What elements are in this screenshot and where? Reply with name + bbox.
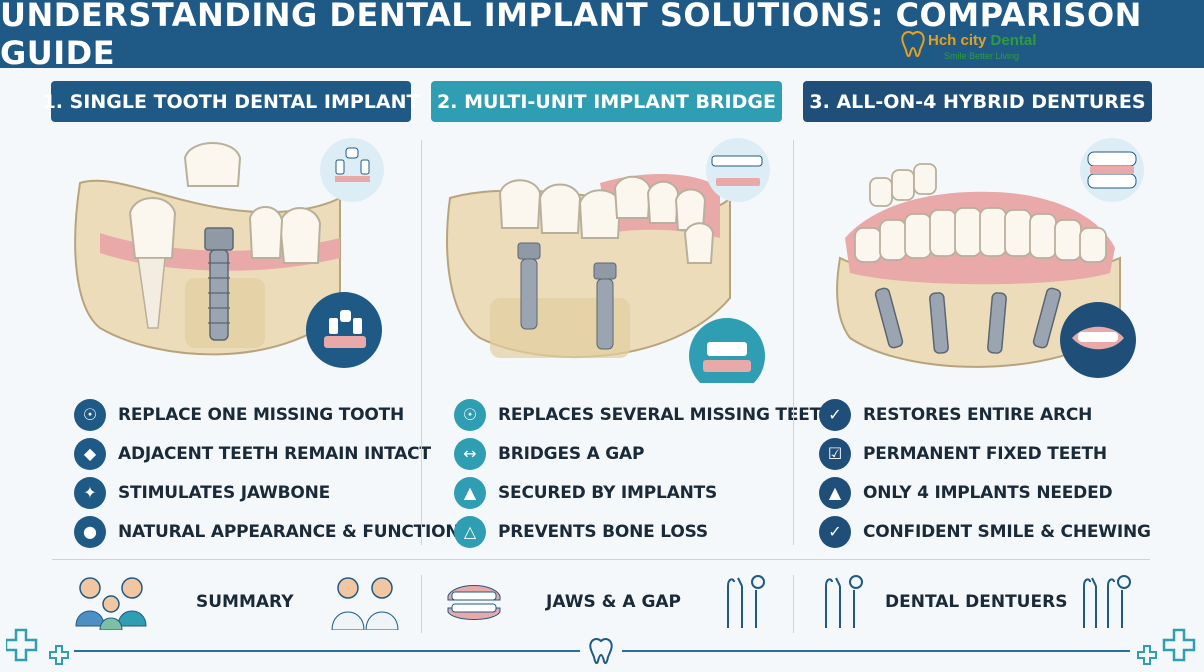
jaws-gap-label: JAWS & A GAP [546,592,682,612]
column-divider [793,140,794,545]
feature-text: REPLACE ONE MISSING TOOTH [118,404,405,425]
feature-list: ☉ REPLACES SEVERAL MISSING TEETH ↔ BRIDGES… [454,395,835,551]
feature-text: NATURAL APPEARANCE & FUNCTION [118,521,460,542]
column-single-implant: 1. SINGLE TOOTH DENTAL IMPLANT ☉ REPLACE … [40,68,460,548]
column-all-on-4: 3. ALL-ON-4 HYBRID DENTURES ✓ RESTORES EN… [800,68,1170,548]
list-item: ☉ REPLACE ONE MISSING TOOTH [74,395,414,434]
list-item: ↔ BRIDGES A GAP [454,434,794,473]
list-item: ✓ CONFIDENT SMILE & CHEWING [819,512,1159,551]
dentists-icon [331,577,399,630]
list-item: ☑ PERMANENT FIXED TEETH [819,434,1159,473]
footer-line [74,650,580,652]
arrows-icon: ↔ [454,437,486,470]
column-heading: 3. ALL-ON-4 HYBRID DENTURES [803,81,1152,122]
list-item: ● NATURAL APPEARANCE & FUNCTION [74,512,460,551]
feature-list: ☉ REPLACE ONE MISSING TOOTH ◆ ADJACENT TEE… [74,395,460,551]
family-icon [75,577,147,630]
feature-text: ONLY 4 IMPLANTS NEEDED [863,482,1113,503]
feature-text: SECURED BY IMPLANTS [498,482,718,503]
section-divider [52,559,1150,560]
dentures-label: DENTAL DENTUERS [885,592,1068,612]
bridge-illustration [446,138,770,383]
logo-name-accent: Dental [990,32,1037,49]
dental-tools-icon [727,575,765,628]
droplet-icon: ● [74,515,106,548]
list-item: ◆ ADJACENT TEETH REMAIN INTACT [74,434,431,473]
list-item: ☉ REPLACES SEVERAL MISSING TEETH [454,395,835,434]
tooth-icon [589,637,613,665]
tooth-icon: ☉ [454,398,486,431]
header-banner: UNDERSTANDING DENTAL IMPLANT SOLUTIONS: … [0,0,1204,72]
dentures-icon [447,585,501,620]
medical-cross-icon [1137,628,1196,665]
teeth-pair-icon: ◆ [74,437,106,470]
logo-name: Hch city [928,32,991,49]
clinic-logo: Hch city Dental Smile Better Living [900,30,1075,66]
list-item: ▲ SECURED BY IMPLANTS [454,473,794,512]
implant-icon: ▲ [454,476,486,509]
list-item: ✓ RESTORES ENTIRE ARCH [819,395,1159,434]
implant-icon: ▲ [819,476,851,509]
single-implant-illustration [74,138,384,368]
bottom-divider [793,575,794,633]
list-item: △ PREVENTS BONE LOSS [454,512,794,551]
medical-cross-icon [6,628,69,665]
logo-tooth-icon [901,30,925,58]
feature-text: PREVENTS BONE LOSS [498,521,708,542]
bone-stimulation-icon: ✦ [74,476,106,509]
feature-text: ADJACENT TEETH REMAIN INTACT [118,443,431,464]
column-multi-unit-bridge: 2. MULTI-UNIT IMPLANT BRIDGE ☉ REPLACES S… [420,68,835,548]
dental-tools-icon [1083,575,1131,628]
feature-text: RESTORES ENTIRE ARCH [863,404,1093,425]
summary-label: SUMMARY [196,592,294,612]
feature-text: STIMULATES JAWBONE [118,482,331,503]
flask-icon: △ [454,515,486,548]
footer-line [622,650,1130,652]
logo-tagline: Smile Better Living [944,51,1020,61]
list-item: ✦ STIMULATES JAWBONE [74,473,414,512]
feature-text: REPLACES SEVERAL MISSING TEETH [498,404,836,425]
all-on-4-illustration [836,138,1144,378]
page-title: UNDERSTANDING DENTAL IMPLANT SOLUTIONS: … [0,0,1142,72]
check-icon: ✓ [819,515,851,548]
check-icon: ✓ [819,398,851,431]
list-item: ▲ ONLY 4 IMPLANTS NEEDED [819,473,1159,512]
column-divider [421,140,422,545]
feature-text: CONFIDENT SMILE & CHEWING [863,521,1151,542]
dental-tools-icon [825,575,863,628]
column-heading: 2. MULTI-UNIT IMPLANT BRIDGE [431,81,782,122]
feature-text: BRIDGES A GAP [498,443,645,464]
checkbox-icon: ☑ [819,437,851,470]
feature-text: PERMANENT FIXED TEETH [863,443,1107,464]
feature-list: ✓ RESTORES ENTIRE ARCH ☑ PERMANENT FIXED T… [819,395,1159,551]
tooth-icon: ☉ [74,398,106,431]
bottom-divider [421,575,422,633]
column-heading: 1. SINGLE TOOTH DENTAL IMPLANT [43,81,419,122]
